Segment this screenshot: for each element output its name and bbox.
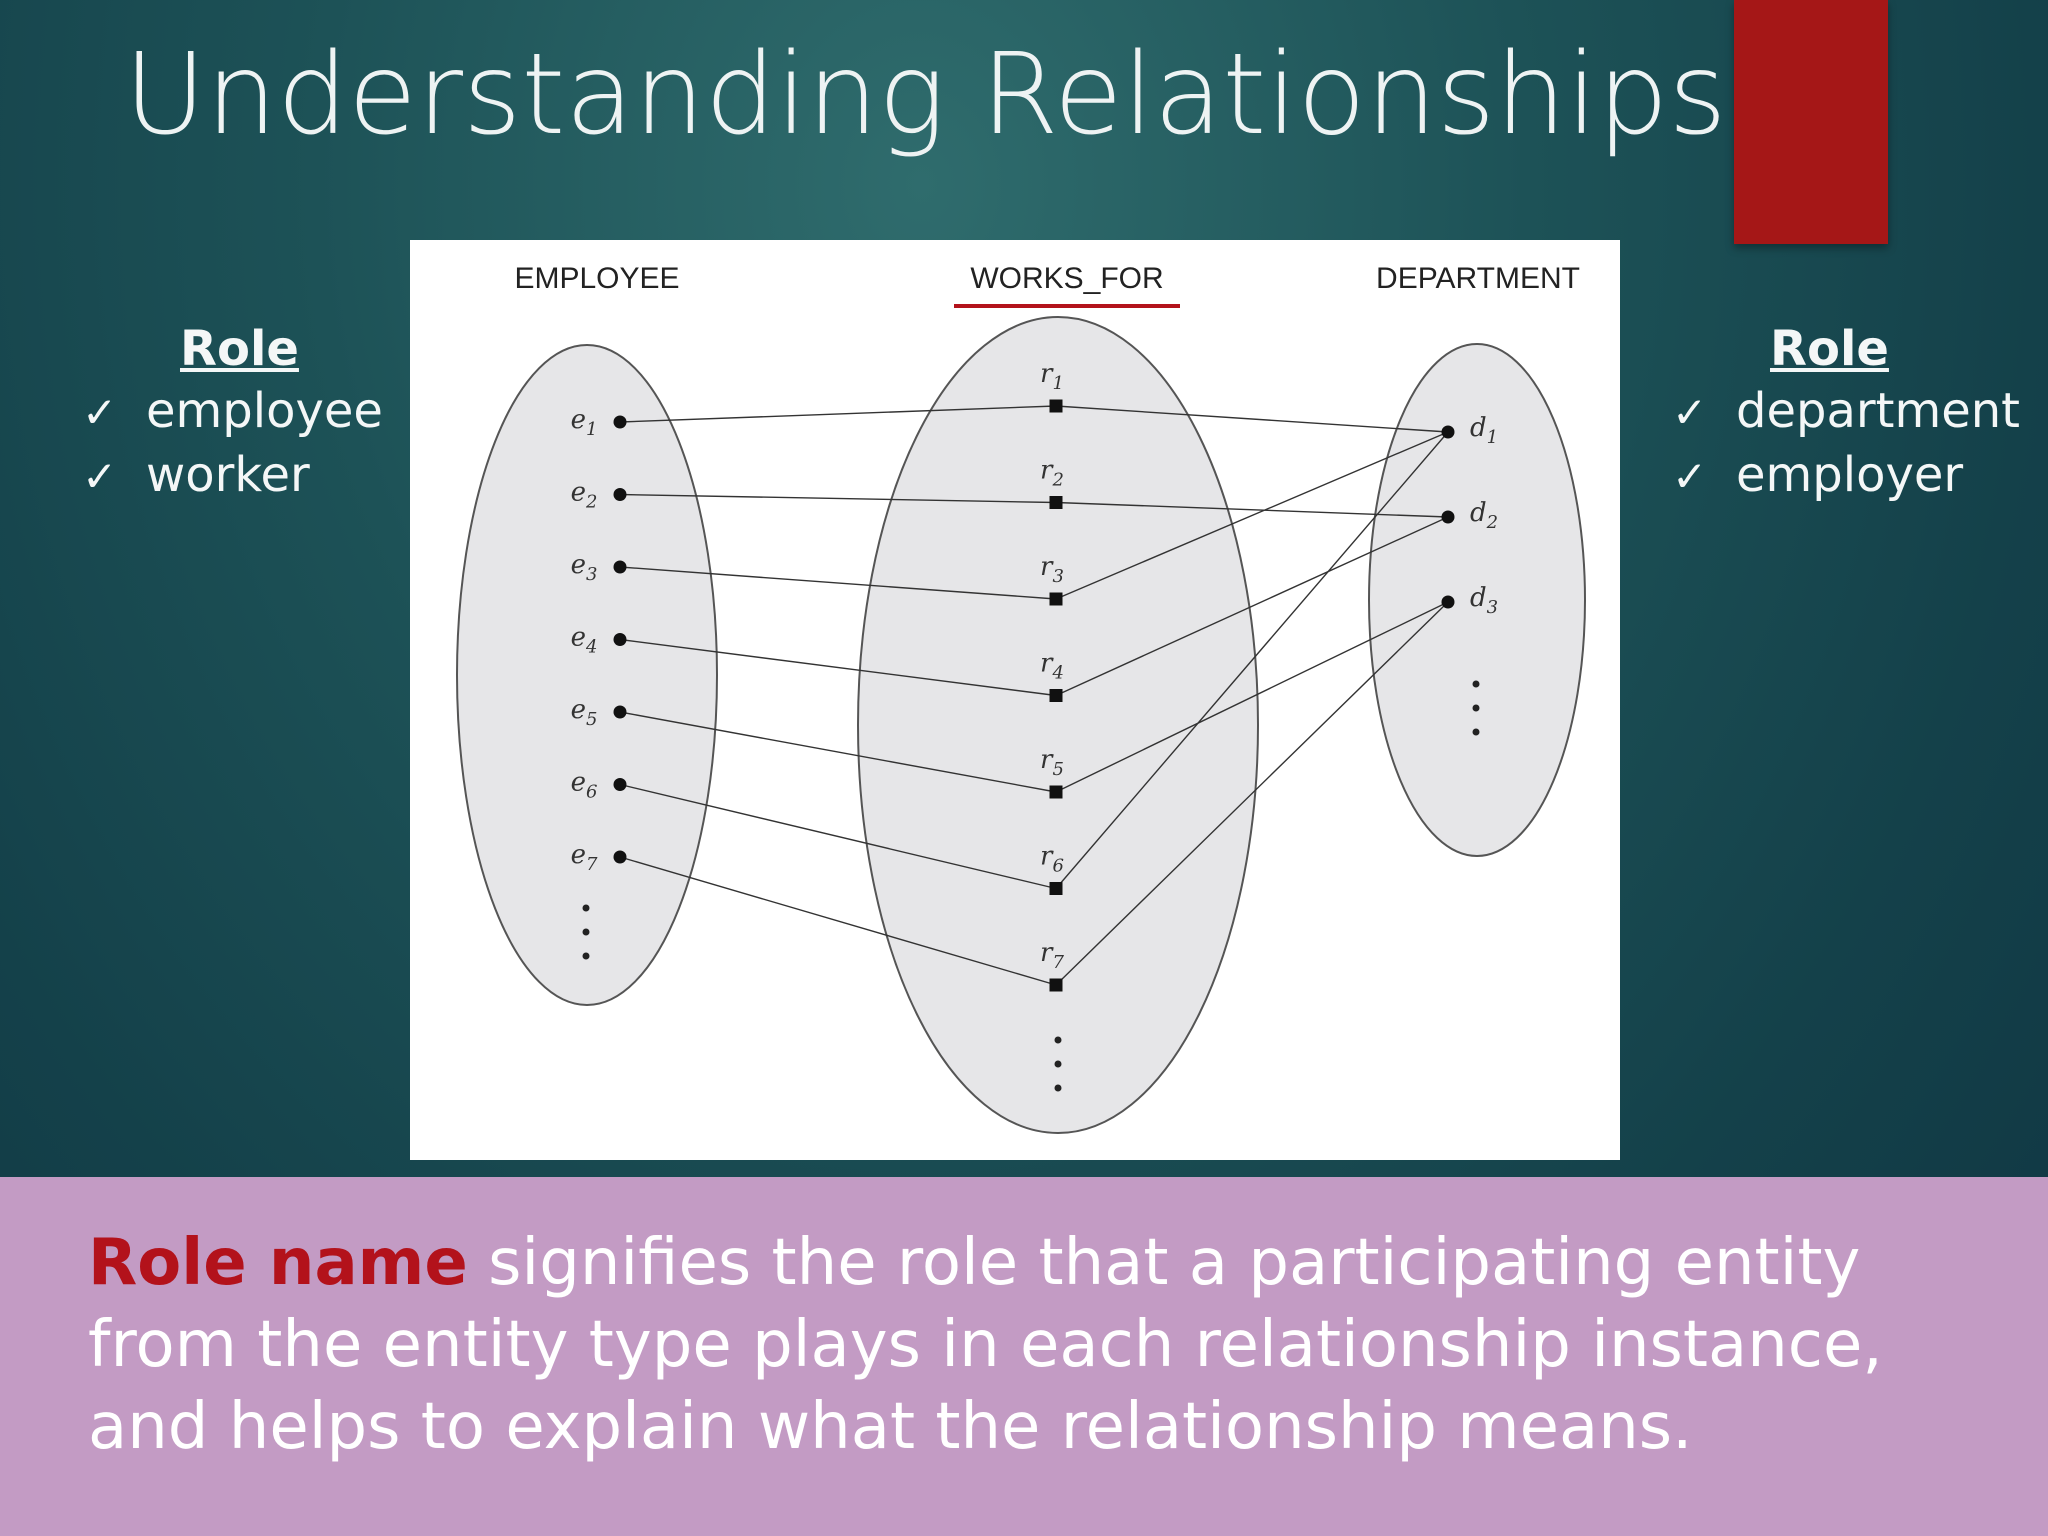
department-link-line xyxy=(1055,601,1449,793)
employee-instance-label: e2 xyxy=(571,478,598,513)
right-role-item-label: employer xyxy=(1736,447,1964,503)
employee-instance-dot xyxy=(613,633,627,646)
check-icon: ✓ xyxy=(1672,452,1708,501)
employee-instance-dot xyxy=(613,560,627,574)
employee-link-line xyxy=(619,566,1057,600)
employee-link-line xyxy=(619,638,1057,697)
employee-instance-label: e5 xyxy=(571,695,598,730)
employee-instance-dot xyxy=(613,705,627,719)
left-role-item: ✓ worker xyxy=(82,444,383,508)
works-for-relationship-label: WORKS_FOR xyxy=(970,262,1163,295)
department-continuation-dot xyxy=(1472,728,1480,736)
left-role-item-label: employee xyxy=(146,383,383,439)
left-role-item: ✓ employee xyxy=(82,380,383,444)
department-link-line xyxy=(1055,431,1449,889)
right-role-item: ✓ employer xyxy=(1672,444,2020,508)
check-icon: ✓ xyxy=(1672,388,1708,437)
employee-continuation-dot xyxy=(582,952,590,960)
relationship-instance-label: r5 xyxy=(1040,745,1064,780)
department-link-line xyxy=(1055,405,1449,433)
department-link-line xyxy=(1055,601,1449,986)
relationship-instance-label: r2 xyxy=(1040,456,1064,491)
employee-link-line xyxy=(619,405,1057,423)
employee-link-line xyxy=(619,711,1057,793)
employee-link-line xyxy=(619,856,1057,986)
department-link-line xyxy=(1055,501,1449,518)
er-instance-diagram: EMPLOYEE WORKS_FOR DEPARTMENT e1 e2 e3 e4 e5… xyxy=(410,240,1620,1160)
employee-instance-label: e3 xyxy=(571,550,598,585)
employee-instance-label: e6 xyxy=(571,768,598,803)
works-for-set-ellipse xyxy=(857,316,1259,1134)
employee-set-ellipse xyxy=(456,344,718,1006)
check-icon: ✓ xyxy=(82,452,118,501)
relationship-continuation-dot xyxy=(1054,1036,1062,1044)
employee-instance-dot xyxy=(613,415,627,429)
check-icon: ✓ xyxy=(82,388,118,437)
employee-instance-label: e1 xyxy=(571,405,598,440)
left-role-item-label: worker xyxy=(146,447,310,503)
definition-term: Role name xyxy=(88,1226,468,1300)
accent-tab xyxy=(1734,0,1888,244)
relationship-instance-label: r1 xyxy=(1040,359,1064,394)
department-instance-label: d2 xyxy=(1470,498,1498,533)
er-diagram-canvas: EMPLOYEE WORKS_FOR DEPARTMENT e1 e2 e3 e4 e5… xyxy=(456,262,1586,1134)
relationship-instance-marker xyxy=(1049,689,1063,702)
employee-entity-label: EMPLOYEE xyxy=(514,262,679,295)
employee-instance-label: e4 xyxy=(571,623,598,658)
department-link-line xyxy=(1055,431,1449,600)
department-entity-label: DEPARTMENT xyxy=(1376,262,1580,295)
department-instance-dot xyxy=(1441,425,1455,439)
department-instance-dot xyxy=(1441,510,1455,524)
department-instance-dot xyxy=(1441,595,1455,609)
employee-instance-dot xyxy=(613,778,627,791)
department-instance-label: d3 xyxy=(1470,583,1498,618)
employee-continuation-dot xyxy=(582,928,590,936)
relationship-instance-marker xyxy=(1049,399,1063,413)
department-set-ellipse xyxy=(1368,343,1586,857)
employee-link-line xyxy=(619,493,1057,504)
right-role-heading: Role xyxy=(1770,321,1889,377)
definition-band xyxy=(0,1177,2048,1536)
department-link-line xyxy=(1055,516,1449,697)
relationship-instance-label: r4 xyxy=(1040,649,1064,684)
employee-instance-label: e7 xyxy=(571,840,598,875)
right-role-list: Role ✓ department ✓ employer xyxy=(1672,318,2020,508)
left-role-heading: Role xyxy=(180,321,299,377)
relationship-instance-marker xyxy=(1049,496,1063,509)
relationship-instance-label: r7 xyxy=(1040,938,1064,973)
relationship-instance-marker xyxy=(1049,882,1063,895)
relationship-instance-label: r6 xyxy=(1040,842,1064,877)
relationship-instance-marker xyxy=(1049,978,1063,992)
department-instance-label: d1 xyxy=(1470,413,1498,448)
right-role-item-label: department xyxy=(1736,383,2020,439)
definition-text: signifies the role that a participating … xyxy=(88,1226,1883,1464)
relationship-continuation-dot xyxy=(1054,1084,1062,1092)
relationship-continuation-dot xyxy=(1054,1060,1062,1068)
role-name-definition: Role name signifies the role that a part… xyxy=(88,1222,1988,1468)
employee-continuation-dot xyxy=(582,904,590,912)
department-continuation-dot xyxy=(1472,680,1480,688)
employee-instance-dot xyxy=(613,850,627,864)
employee-link-line xyxy=(619,783,1057,890)
relationship-instance-label: r3 xyxy=(1040,552,1064,587)
employee-instance-dot xyxy=(613,488,627,501)
right-role-item: ✓ department xyxy=(1672,380,2020,444)
slide-title: Understanding Relationships xyxy=(124,30,1727,160)
relationship-instance-marker xyxy=(1049,785,1063,799)
department-continuation-dot xyxy=(1472,704,1480,712)
relationship-instance-marker xyxy=(1049,592,1063,606)
left-role-list: Role ✓ employee ✓ worker xyxy=(82,318,383,508)
